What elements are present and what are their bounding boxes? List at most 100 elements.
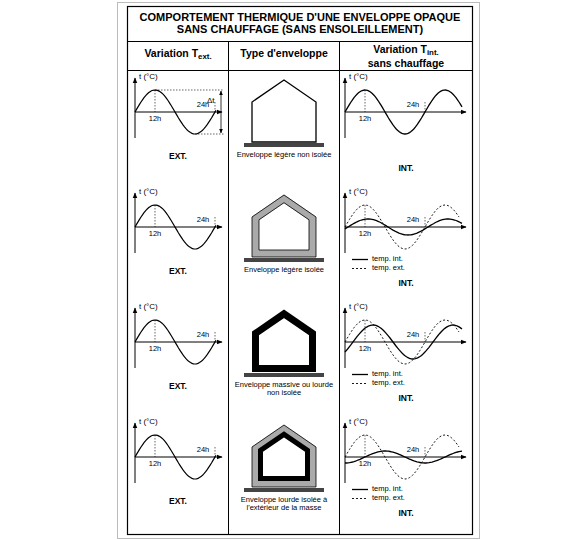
table-frame (128, 7, 473, 535)
ext-temperature-curve (345, 320, 459, 364)
envelope-heavy (261, 434, 308, 478)
envelope-light (252, 80, 316, 142)
axis-label: t (°C) (349, 73, 368, 82)
time-label: 12h (355, 460, 375, 468)
axis (135, 308, 136, 368)
ground (244, 373, 324, 377)
time-label: 24h (193, 216, 213, 224)
legend-text: temp. ext. (372, 264, 405, 272)
time-marker (425, 332, 426, 342)
legend-text: temp. ext. (372, 379, 405, 387)
axis (345, 342, 466, 343)
ext-temperature-curve (135, 435, 216, 479)
axis-label: t (°C) (139, 418, 158, 427)
envelope-heavy (256, 314, 313, 369)
time-label: 24h (193, 101, 213, 109)
axis (345, 308, 346, 368)
amplitude-guide (155, 90, 224, 91)
legend-sample (352, 268, 368, 269)
graph-label: EXT. (148, 497, 208, 506)
time-label: 12h (145, 230, 165, 238)
axis-label: t (°C) (139, 188, 158, 197)
time-marker (365, 90, 366, 112)
axis-label: t (°C) (139, 73, 158, 82)
ext-temperature-curve (135, 205, 216, 249)
graph-label: INT. (376, 509, 436, 518)
axis (135, 423, 136, 483)
column-header: Variation Tint.sans chauffage (341, 44, 471, 69)
envelope-light (259, 203, 309, 250)
int-temperature-curve (345, 90, 462, 134)
axis (135, 193, 136, 253)
ext-temperature-curve (135, 90, 216, 134)
legend-sample (352, 259, 368, 260)
legend-sample (352, 374, 368, 375)
time-marker (155, 320, 156, 342)
axis (345, 423, 346, 483)
envelope-caption: Enveloppe massive ou lourde non isolée (232, 381, 336, 398)
header-rule (128, 70, 473, 71)
legend-text: temp. ext. (372, 494, 405, 502)
legend-sample (352, 383, 368, 384)
amplitude-guide (195, 134, 224, 135)
envelope-outline (252, 195, 316, 257)
envelope-caption: Enveloppe légère isolée (232, 266, 336, 274)
axis-label: t (°C) (349, 303, 368, 312)
time-label: 12h (355, 115, 375, 123)
envelope-insulation (255, 428, 313, 484)
time-label: 12h (145, 460, 165, 468)
time-marker (425, 217, 426, 227)
time-label: 12h (145, 345, 165, 353)
time-label: 24h (193, 446, 213, 454)
time-marker (365, 205, 366, 227)
column-header: Variation Text. (129, 48, 227, 62)
table-title: COMPORTEMENT THERMIQUE D'UNE ENVELOPPE O… (135, 11, 465, 35)
graph-label: INT. (376, 394, 436, 403)
header-text: sans chauffage (368, 57, 444, 69)
time-label: 24h (403, 446, 423, 454)
graph-label: INT. (376, 279, 436, 288)
axis (135, 112, 222, 113)
title-rule (128, 41, 473, 42)
amplitude-arrow (221, 91, 222, 133)
header-text: Variation T (144, 47, 198, 59)
time-marker (155, 90, 156, 112)
column-rule (228, 42, 229, 535)
graph-label: EXT. (148, 267, 208, 276)
axis (135, 342, 222, 343)
legend-text: temp. int. (372, 370, 403, 378)
graph-label: INT. (376, 164, 436, 173)
header-text: Type d'enveloppe (240, 47, 328, 59)
time-label: 24h (403, 216, 423, 224)
time-label: 24h (193, 331, 213, 339)
int-temperature-curve (345, 325, 462, 359)
axis (345, 193, 346, 253)
time-label: 24h (403, 101, 423, 109)
axis-label: t (°C) (349, 188, 368, 197)
envelope-outline (252, 425, 316, 487)
axis (345, 227, 466, 228)
time-marker (155, 205, 156, 227)
ext-temperature-curve (345, 205, 459, 249)
time-marker (365, 320, 366, 342)
envelope-caption: Enveloppe lourde isolée à l'extérieur de… (232, 496, 336, 513)
envelope-insulation (256, 199, 313, 254)
axis (345, 112, 466, 113)
graph-label: EXT. (148, 152, 208, 161)
ext-temperature-curve (135, 320, 216, 364)
time-label: 12h (355, 345, 375, 353)
envelope-caption: Enveloppe légère non isolée (232, 151, 336, 159)
header-subscript: ext. (198, 52, 212, 61)
graph-label: EXT. (148, 382, 208, 391)
axis (135, 78, 136, 138)
time-label: 24h (403, 331, 423, 339)
axis-label: t (°C) (349, 418, 368, 427)
time-marker (365, 435, 366, 457)
header-text: Variation T (373, 43, 427, 55)
legend-sample (352, 489, 368, 490)
ground (244, 143, 324, 147)
legend-text: temp. int. (372, 255, 403, 263)
axis (135, 457, 222, 458)
ground (244, 488, 324, 492)
header-subscript: int. (427, 48, 439, 57)
